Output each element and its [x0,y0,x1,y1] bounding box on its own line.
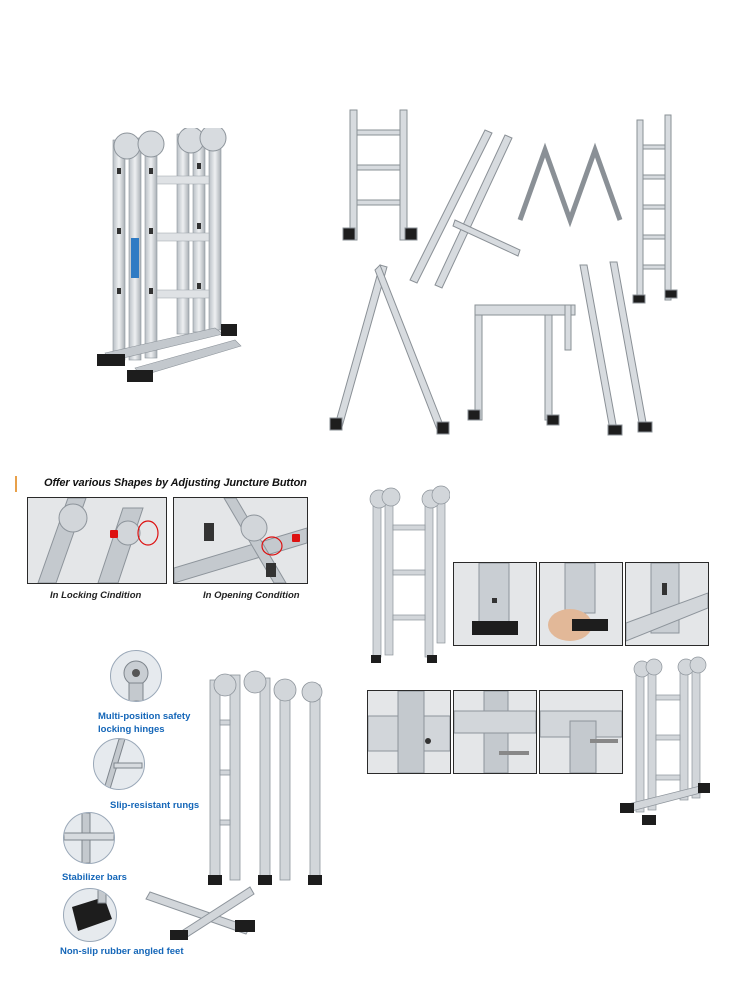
stabilizer-bars-photo [140,872,260,942]
opening-condition-photo [173,497,308,584]
feature-label-rungs: Slip-resistant rungs [110,800,200,811]
stabilizer-detail-circle [63,812,115,864]
feature-label-stabilizer: Stabilizer bars [62,872,127,883]
ladder-with-stabilizer-photo [365,485,450,665]
detail-photo-pin-insert [539,690,623,774]
folded-ladder-photo [95,128,245,388]
accent-bar [15,476,17,492]
detail-photo-bar-slot [625,562,709,646]
detail-photo-foot-insert [539,562,623,646]
locking-condition-photo [27,497,167,584]
hinge-detail-circle [110,650,162,702]
detail-photo-tube-joint [367,690,451,774]
lock-closed-icon [110,530,118,538]
lock-open-icon [292,534,300,542]
feature-label-feet: Non-slip rubber angled feet [60,946,184,957]
detail-photo-pin-remove [453,690,537,774]
opening-condition-label: In Opening Condition [203,590,300,601]
detail-photo-foot-slot [453,562,537,646]
ladder-configurations-illustration [325,100,695,440]
locking-condition-label: In Locking Cindition [50,590,142,601]
ladder-features-photo [200,660,340,890]
feet-detail-circle [63,888,117,942]
juncture-section-title: Offer various Shapes by Adjusting Junctu… [44,477,307,489]
rungs-detail-circle [93,738,145,790]
assembled-ladder-photo [618,655,713,830]
feature-label-hinges: Multi-position safety locking hinges [98,711,191,735]
